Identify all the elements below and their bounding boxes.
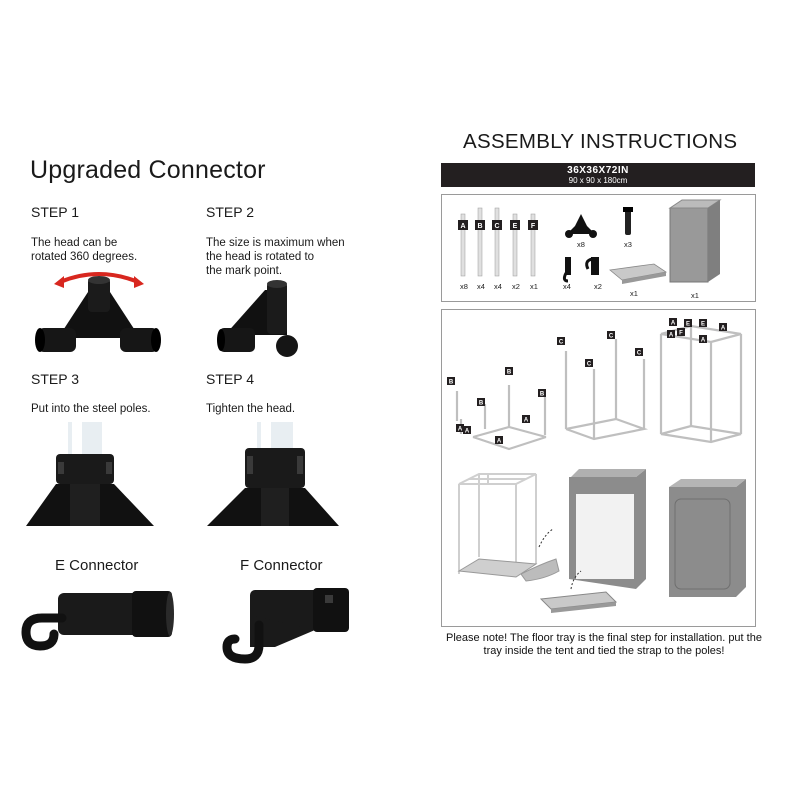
- pole-f-qty: x1: [530, 282, 538, 291]
- diagram-tag-letter-18: A: [701, 338, 706, 344]
- diagram-tag-18: [699, 335, 707, 343]
- pole-f-icon: [530, 213, 536, 277]
- diagram-tag-10: [585, 359, 593, 367]
- floor-tray-icon: [609, 263, 668, 284]
- hook-f-qty: x2: [594, 282, 602, 291]
- connector-title: Upgraded Connector: [30, 156, 266, 184]
- hook-connectors-icon: [562, 257, 599, 283]
- pole-e-icon: [512, 213, 518, 277]
- pole-a-icon: [460, 213, 466, 277]
- pole-c-tag: [492, 220, 502, 230]
- step-1-connector-image: [35, 272, 161, 352]
- pole-e-qty: x2: [512, 282, 520, 291]
- diagram-tag-0: [447, 377, 455, 385]
- diagram-tag-letter-0: B: [449, 380, 454, 386]
- diagram-tag-1: [505, 367, 513, 375]
- diagram-tag-11: [635, 348, 643, 356]
- diagram-tag-letter-4: A: [458, 427, 463, 433]
- diagram-tag-letter-9: C: [609, 334, 614, 340]
- strap-qty: x3: [624, 240, 632, 249]
- corner-connector-qty: x8: [577, 240, 585, 249]
- diagram-tag-letter-17: F: [679, 331, 683, 337]
- diagram-tag-14: [699, 319, 707, 327]
- pole-c-qty: x4: [494, 282, 502, 291]
- diagram-tag-letter-3: B: [540, 392, 545, 398]
- step-2-heading: STEP 2: [206, 204, 254, 220]
- diagram-tag-letter-7: A: [524, 418, 529, 424]
- step-2-connector-image: [217, 280, 298, 357]
- diagram-tag-letter-11: C: [637, 351, 642, 357]
- pole-b-qty: x4: [477, 282, 485, 291]
- diagram-tag-7: [522, 415, 530, 423]
- diagram-tag-letter-14: E: [701, 322, 705, 328]
- pole-b-letter: B: [477, 223, 482, 230]
- diagram-tag-letter-13: E: [686, 322, 690, 328]
- diagram-tag-letter-5: A: [465, 429, 470, 435]
- step-1-heading: STEP 1: [31, 204, 79, 220]
- f-connector-label: F Connector: [240, 557, 323, 574]
- diagram-tag-8: [557, 337, 565, 345]
- pole-c-letter: C: [494, 223, 499, 230]
- diagram-tag-letter-12: A: [671, 321, 676, 327]
- diagram-tag-12: [669, 318, 677, 326]
- diagram-tag-4: [456, 424, 464, 432]
- strap-icon: [623, 207, 633, 235]
- diagram-tag-letter-15: A: [721, 326, 726, 332]
- pole-b-tag: [475, 220, 485, 230]
- diagram-tag-letter-2: B: [479, 401, 484, 407]
- diagram-tag-15: [719, 323, 727, 331]
- step-4-heading: STEP 4: [206, 371, 254, 387]
- diagram-tag-letter-16: A: [669, 333, 674, 339]
- diagram-tag-letter-1: B: [507, 370, 512, 376]
- diagram-tag-2: [477, 398, 485, 406]
- diagram-tag-letter-10: C: [587, 362, 592, 368]
- f-connector-image: [222, 588, 349, 664]
- pole-b-icon: [477, 207, 483, 277]
- e-connector-image: [21, 591, 174, 651]
- diagram-tag-17: [677, 328, 685, 336]
- diagram-tag-3: [538, 389, 546, 397]
- diagram-tag-6: [495, 436, 503, 444]
- pole-c-icon: [494, 207, 500, 277]
- pole-e-letter: E: [513, 223, 518, 230]
- pole-f-tag: [528, 220, 538, 230]
- pole-a-letter: A: [460, 223, 465, 230]
- assembly-title: ASSEMBLY INSTRUCTIONS: [463, 130, 738, 153]
- pole-e-tag: [510, 220, 520, 230]
- diagram-tag-9: [607, 331, 615, 339]
- step-1-text: The head can be rotated 360 degrees.: [31, 237, 138, 263]
- step-4-pole-connector-image: [207, 422, 339, 526]
- diagram-tag-16: [667, 330, 675, 338]
- corner-connector-icon: [565, 214, 597, 238]
- pole-a-qty: x8: [460, 282, 468, 291]
- step-2-text: The size is maximum when the head is rot…: [206, 237, 345, 277]
- step-3-pole-connector-image: [26, 422, 154, 526]
- size-metric: 90 x 90 x 180cm: [568, 176, 628, 185]
- tent-qty: x1: [691, 291, 699, 300]
- diagram-tag-5: [463, 426, 471, 434]
- tray-qty: x1: [630, 289, 638, 298]
- pole-f-letter: F: [531, 223, 536, 230]
- pole-a-tag: [458, 220, 468, 230]
- installation-note: Please note! The floor tray is the final…: [446, 632, 762, 657]
- diagram-tag-13: [684, 319, 692, 327]
- size-imperial: 36X36X72IN: [567, 165, 629, 176]
- tent-icon: [668, 199, 722, 283]
- step-4-text: Tighten the head.: [206, 403, 296, 415]
- hook-e-qty: x4: [563, 282, 571, 291]
- e-connector-label: E Connector: [55, 557, 139, 574]
- step-3-heading: STEP 3: [31, 371, 79, 387]
- step-3-text: Put into the steel poles.: [31, 403, 151, 415]
- diagram-tag-letter-8: C: [559, 340, 564, 346]
- diagram-tag-letter-6: A: [497, 439, 502, 445]
- size-banner: 36X36X72IN 90 x 90 x 180cm: [441, 163, 755, 187]
